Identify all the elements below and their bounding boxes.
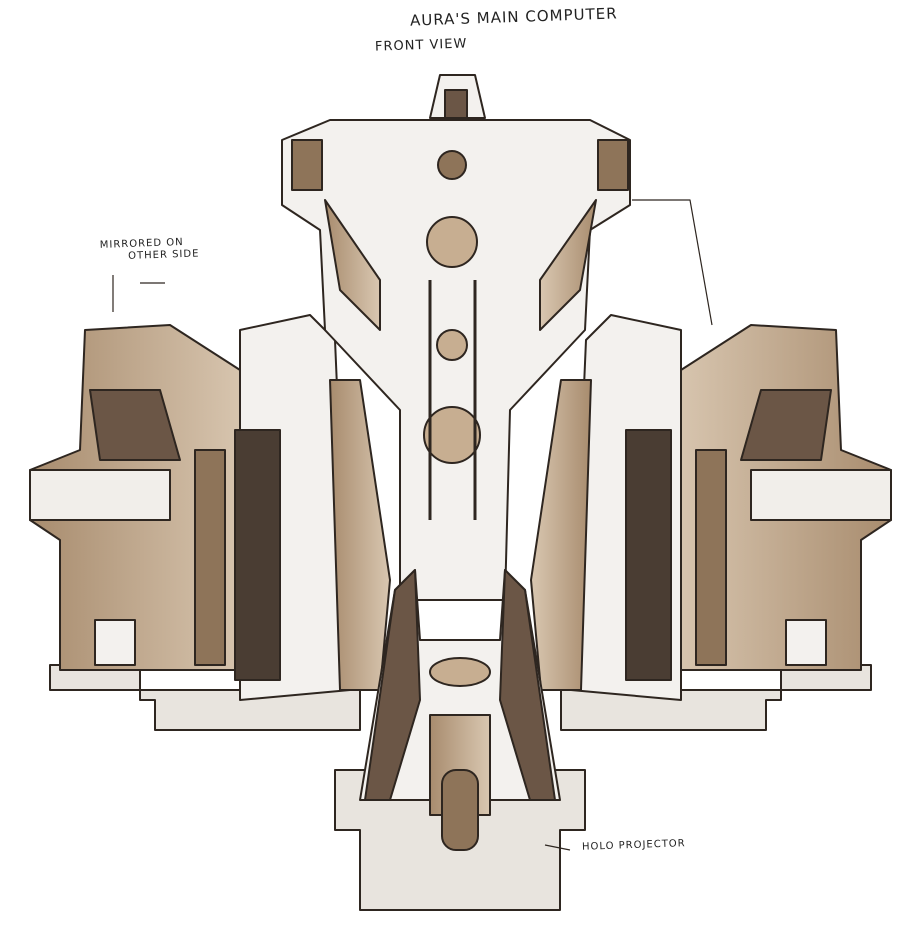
central-panel — [281, 74, 631, 601]
left-tower — [29, 314, 391, 731]
mirrored-note-line2: OTHER SIDE — [128, 248, 200, 262]
holo-projector-unit — [334, 569, 586, 911]
right-tower — [530, 314, 892, 731]
view-label: FRONT VIEW — [374, 36, 468, 55]
annotation-lines — [112, 199, 713, 851]
mirrored-note: MIRRORED ON OTHER SIDE — [100, 236, 211, 264]
